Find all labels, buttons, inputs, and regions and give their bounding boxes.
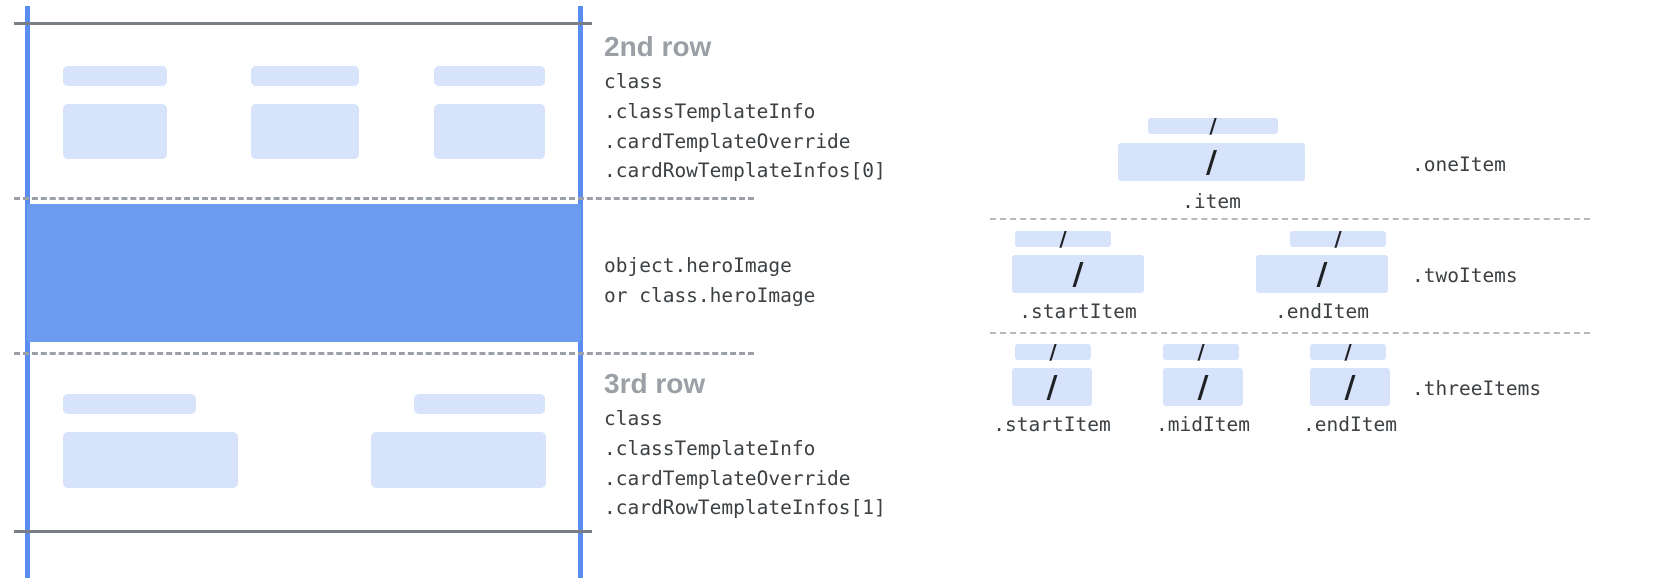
row3-cell2-block — [371, 432, 546, 488]
group-label-twoitems: .twoItems — [1412, 264, 1518, 287]
twoitems-end-slot-block: / — [1256, 255, 1388, 293]
row2-annotation-title: 2nd row — [604, 31, 712, 62]
twoitems-start-slot-label: .startItem — [1019, 300, 1137, 323]
row-separator-top — [14, 197, 754, 200]
threeitems-end-slot-block: / — [1310, 368, 1390, 406]
row2-annotation: 2nd row class .classTemplateInfo .cardTe… — [604, 32, 886, 186]
row2-cell2-block — [251, 104, 359, 159]
group-separator-2 — [990, 332, 1590, 334]
threeitems-mid-slot-block: / — [1163, 368, 1243, 406]
row2-cell1-block — [63, 104, 167, 159]
twoitems-end-slot-label: .endItem — [1275, 300, 1369, 323]
group-label-oneitem: .oneItem — [1412, 153, 1506, 176]
threeitems-end-slot-label: .endItem — [1303, 413, 1397, 436]
card-bottom-rule — [14, 530, 592, 533]
twoitems-start-slot-line: / — [1015, 227, 1111, 251]
hero-annotation-code: object.heroImage or class.heroImage — [604, 254, 816, 307]
card-layout-diagram — [0, 0, 754, 584]
oneitem-slot-block: / — [1118, 143, 1305, 181]
threeitems-mid-slot-line: / — [1163, 340, 1239, 364]
row3-annotation: 3rd row class .classTemplateInfo .cardTe… — [604, 369, 886, 523]
twoitems-end-slot-line: / — [1290, 227, 1386, 251]
threeitems-start-slot-block: / — [1012, 368, 1092, 406]
row2-cell3-line — [434, 66, 545, 86]
row2-annotation-code: class .classTemplateInfo .cardTemplateOv… — [604, 70, 886, 183]
row-separator-bottom — [14, 352, 754, 355]
threeitems-start-slot-label: .startItem — [993, 413, 1111, 436]
threeitems-mid-slot-label: .midItem — [1156, 413, 1250, 436]
oneitem-slot-label: .item — [1182, 190, 1241, 213]
row2-cell2-line — [251, 66, 359, 86]
oneitem-slot-line: / — [1148, 114, 1278, 138]
threeitems-start-slot-line: / — [1015, 340, 1091, 364]
row2-cell3-block — [434, 104, 545, 159]
hero-annotation: object.heroImage or class.heroImage — [604, 251, 815, 310]
twoitems-start-slot-block: / — [1012, 255, 1144, 293]
hero-image-band — [27, 204, 581, 342]
threeitems-end-slot-line: / — [1310, 340, 1386, 364]
row3-cell2-line — [414, 394, 545, 414]
row3-cell1-line — [63, 394, 196, 414]
card-top-rule — [14, 22, 592, 25]
group-label-threeitems: .threeItems — [1412, 377, 1542, 400]
group-separator-1 — [990, 218, 1590, 220]
row2-cell1-line — [63, 66, 167, 86]
row3-cell1-block — [63, 432, 238, 488]
row3-annotation-title: 3rd row — [604, 368, 706, 399]
item-slots-diagram: / / .item .oneItem / / .startItem / / .e… — [960, 0, 1676, 584]
row3-annotation-code: class .classTemplateInfo .cardTemplateOv… — [604, 407, 886, 520]
